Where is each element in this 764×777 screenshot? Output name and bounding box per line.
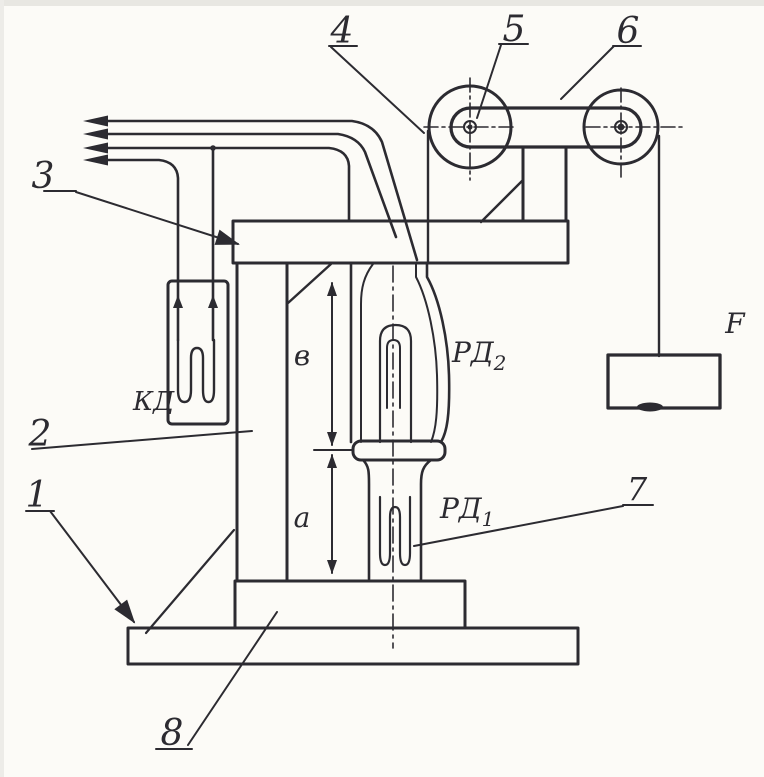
load-assembly: F: [606, 134, 746, 412]
lower-tube-left: [361, 458, 371, 581]
support-block: [233, 579, 467, 630]
callout-5: 5: [476, 9, 529, 119]
rd2-holder-tube: [378, 323, 413, 444]
beam-gusset-right: [479, 178, 525, 224]
base-brace: [144, 528, 236, 635]
flow-arrow-icon: [83, 115, 108, 127]
dim-arrow-icon: [327, 454, 337, 468]
furnace-column: [235, 261, 289, 583]
dim-arrow-icon: [327, 282, 337, 296]
top-beam: [231, 178, 570, 305]
pipe-line-1: [105, 119, 419, 262]
kd-coil: [176, 338, 216, 404]
callout-8: 8: [155, 611, 278, 754]
tube-right-inner: [415, 262, 439, 443]
weight-box: [606, 353, 722, 410]
flow-arrow-icon: [83, 142, 108, 154]
callout-4: 4: [328, 11, 425, 134]
kd-label: КД: [132, 387, 175, 417]
lower-tube-right: [419, 458, 433, 581]
component-labels: КД РД2 РД1: [132, 336, 506, 531]
callouts: 3 4 5 6 2: [25, 9, 654, 754]
callout-1: 1: [25, 475, 136, 624]
callout-leader: [187, 611, 278, 746]
svg-text:4: 4: [330, 11, 354, 52]
callout-3: 3: [32, 156, 240, 245]
svg-text:6: 6: [617, 11, 640, 52]
supply-pipes: [83, 115, 419, 342]
force-label: F: [724, 307, 746, 340]
rd1-label: РД1: [439, 492, 494, 531]
up-arrow-icon: [208, 295, 218, 308]
beam-gusset-left: [286, 262, 333, 305]
svg-text:2: 2: [28, 414, 52, 455]
dim-arrow-icon: [327, 560, 337, 574]
svg-text:8: 8: [161, 713, 184, 754]
weight-mark: [637, 402, 663, 412]
base-plate: [126, 626, 580, 666]
up-arrow-icon: [173, 295, 183, 308]
pulley-assembly: [423, 77, 683, 264]
pipe-line-2: [105, 132, 398, 239]
rd1-element: [378, 495, 412, 567]
flow-arrow-icon: [83, 128, 108, 140]
dim-arrow-icon: [327, 432, 337, 446]
svg-text:3: 3: [32, 156, 55, 197]
svg-text:5: 5: [503, 9, 526, 50]
callout-leader: [476, 44, 502, 119]
zone-dimension: в а: [294, 282, 353, 574]
kd-box: [166, 279, 230, 426]
callout-leader: [49, 510, 136, 624]
pipe-junction: [210, 145, 216, 151]
callout-leader: [413, 505, 624, 547]
callout-6: 6: [560, 11, 642, 100]
sample-tube: [349, 261, 451, 649]
callout-leader: [330, 46, 425, 134]
pipe-line-4: [105, 158, 180, 342]
tube-right-outer: [425, 261, 451, 444]
callout-leader: [31, 430, 253, 450]
beam-body: [231, 219, 570, 265]
callout-7: 7: [413, 470, 654, 547]
svg-text:1: 1: [26, 475, 49, 516]
scan-edge-top: [0, 0, 764, 6]
svg-text:7: 7: [627, 470, 648, 508]
zone-lower-label: а: [294, 501, 311, 534]
kd-unit: [166, 279, 230, 426]
callout-2: 2: [28, 414, 253, 455]
scan-edge-left: [0, 0, 4, 777]
bottom-structure: [126, 528, 580, 666]
pipe-line-3: [105, 146, 351, 223]
flange: [351, 439, 447, 462]
rd2-label: РД2: [451, 336, 506, 375]
flow-arrow-icon: [83, 154, 108, 166]
zone-upper-label: в: [294, 339, 310, 372]
tube-left-inner: [360, 263, 374, 443]
callout-leader: [75, 191, 240, 245]
callout-leader: [560, 45, 615, 100]
